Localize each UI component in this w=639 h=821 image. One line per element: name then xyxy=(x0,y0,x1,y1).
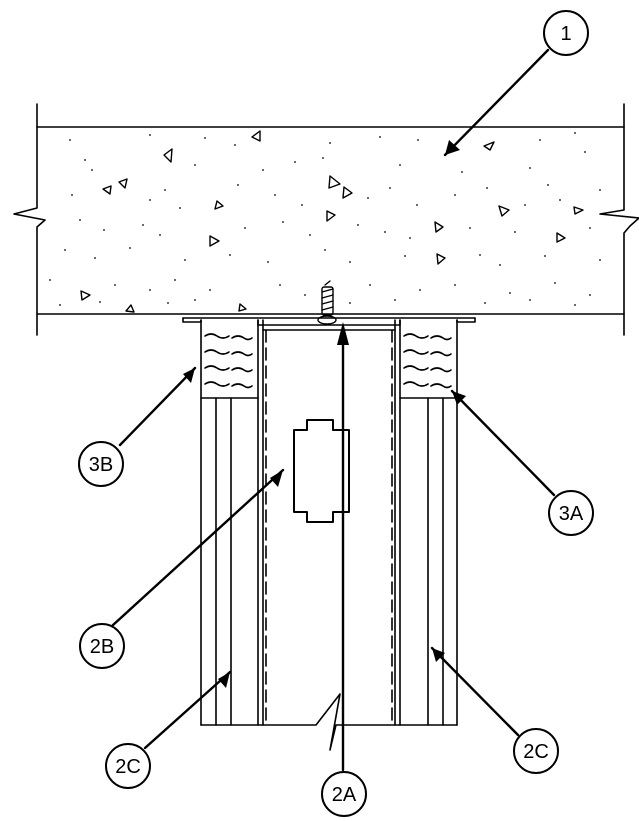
leader-2c-left xyxy=(143,670,232,750)
callout-1: 1 xyxy=(543,10,589,56)
callout-2b-label: 2B xyxy=(90,636,114,658)
concrete-specks xyxy=(49,132,601,306)
leader-3a xyxy=(450,389,556,497)
stud-knockout xyxy=(293,419,350,523)
joint-fill-right xyxy=(399,333,458,399)
arrowhead-2c-right xyxy=(432,648,445,662)
callout-2a: 2A xyxy=(321,771,367,817)
leader-2c-right xyxy=(430,646,520,737)
leader-3b xyxy=(118,366,197,447)
leader-2b xyxy=(111,468,285,627)
callout-3a-label: 3A xyxy=(559,503,584,525)
wall-assembly xyxy=(182,317,476,751)
callout-2b: 2B xyxy=(79,623,125,669)
callout-3a: 3A xyxy=(548,490,594,536)
arrowhead-2b xyxy=(270,470,283,487)
arrowhead-2a xyxy=(337,322,349,345)
arrowhead-2c-left xyxy=(218,672,230,688)
arrowhead-3a xyxy=(452,391,466,405)
concrete-slab xyxy=(13,103,639,336)
concrete-aggregate xyxy=(80,130,584,313)
leader-1 xyxy=(443,48,550,157)
callout-2c-left: 2C xyxy=(105,743,151,789)
arrowhead-1 xyxy=(445,140,460,155)
fastener-screw xyxy=(317,280,337,325)
leader-arrowheads xyxy=(183,140,466,688)
callout-3b-label: 3B xyxy=(89,454,113,476)
joint-fill-left xyxy=(200,333,259,399)
leader-lines xyxy=(111,48,556,772)
callout-1-label: 1 xyxy=(560,23,571,45)
callout-3b: 3B xyxy=(78,441,124,487)
callout-2c-right-label: 2C xyxy=(523,741,549,763)
callout-2c-left-label: 2C xyxy=(115,756,141,778)
arrowhead-3b xyxy=(183,368,195,383)
callout-2c-right: 2C xyxy=(513,728,559,774)
callout-2a-label: 2A xyxy=(332,784,357,806)
